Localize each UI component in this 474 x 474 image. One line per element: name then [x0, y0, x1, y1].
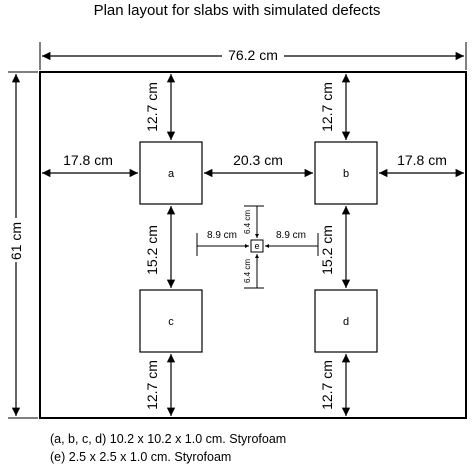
diagram-title: Plan layout for slabs with simulated def…	[93, 2, 381, 19]
e-right-label: 8.9 cm	[276, 230, 306, 241]
defect-c	[139, 289, 203, 353]
defect-e-label: e	[254, 241, 259, 251]
e-bottom-label: 6.4 cm	[243, 259, 252, 283]
legend: (a, b, c, d) 10.2 x 10.2 x 1.0 cm. Styro…	[50, 430, 286, 466]
left-a-label: 17.8 cm	[63, 152, 113, 168]
defect-d-label: d	[343, 316, 349, 328]
overall-height-label: 61 cm	[8, 222, 24, 260]
c-bottom-label: 12.7 cm	[144, 360, 160, 410]
e-left-label: 8.9 cm	[207, 230, 237, 241]
defect-a	[139, 141, 203, 205]
defect-a-label: a	[168, 168, 175, 180]
legend-line-2: (e) 2.5 x 2.5 x 1.0 cm. Styrofoam	[50, 450, 232, 464]
a-to-c-label: 15.2 cm	[144, 225, 160, 275]
top-a-label: 12.7 cm	[144, 82, 160, 132]
defect-e	[250, 239, 264, 253]
legend-line-1: (a, b, c, d) 10.2 x 10.2 x 1.0 cm. Styro…	[50, 432, 287, 446]
a-to-b-label: 20.3 cm	[233, 152, 283, 168]
slab-outline	[39, 71, 467, 419]
top-b-label: 12.7 cm	[319, 82, 335, 132]
e-top-label: 6.4 cm	[243, 210, 252, 234]
overall-width-label: 76.2 cm	[228, 47, 278, 63]
slab-plan-diagram: 76.2 cm 61 cm a b c d e 12.7 cm 12.7 cm …	[8, 42, 467, 419]
right-b-label: 17.8 cm	[397, 152, 447, 168]
defect-d	[314, 289, 378, 353]
defect-b	[314, 141, 378, 205]
defect-b-label: b	[343, 168, 349, 180]
d-bottom-label: 12.7 cm	[319, 360, 335, 410]
b-to-d-label: 15.2 cm	[319, 225, 335, 275]
defect-c-label: c	[168, 316, 174, 328]
